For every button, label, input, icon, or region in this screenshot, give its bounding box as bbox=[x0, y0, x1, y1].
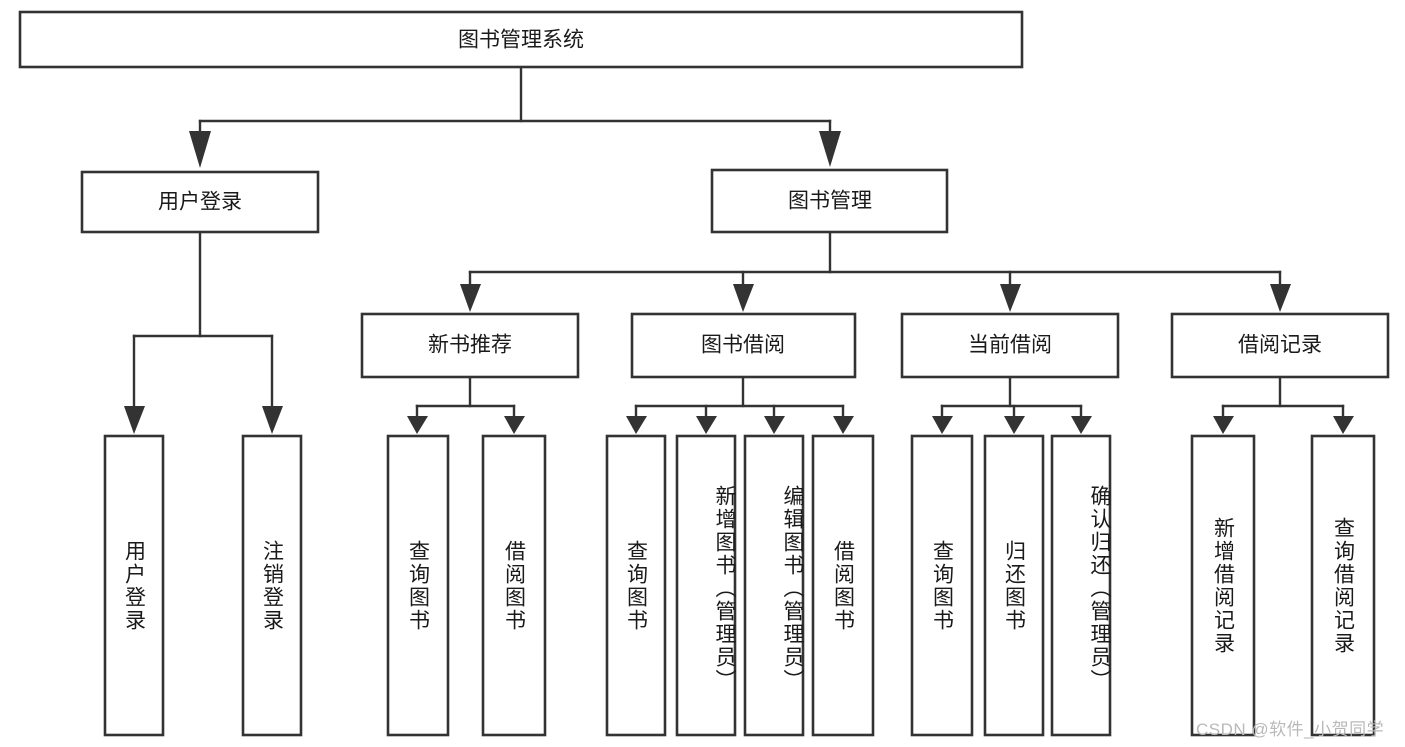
csdn-watermark: CSDN @软件_小贺同学 bbox=[1196, 720, 1385, 739]
node-label-root: 图书管理系统 bbox=[458, 29, 584, 52]
arrow-to-leaf-user-login bbox=[124, 406, 145, 434]
arrow-borrow-leaf-1 bbox=[626, 416, 647, 434]
node-box-leaf-return-book[interactable] bbox=[983, 434, 1045, 737]
arrow-to-leaf-logout bbox=[262, 406, 283, 434]
node-label-new-book-recommend: 新书推荐 bbox=[428, 334, 512, 357]
node-label-user-login: 用户登录 bbox=[158, 191, 242, 214]
node-box-leaf-user-login[interactable] bbox=[103, 434, 165, 737]
node-box-leaf-query-book-newrec[interactable] bbox=[386, 434, 450, 737]
arrow-borrow-leaf-3 bbox=[764, 416, 785, 434]
arrow-record-leaf-1 bbox=[1213, 416, 1234, 434]
arrow-borrow-leaf-4 bbox=[833, 416, 854, 434]
node-box-borrow-record[interactable] bbox=[1170, 312, 1390, 379]
node-box-new-book-recommend[interactable] bbox=[360, 312, 580, 379]
arrow-current-leaf-2 bbox=[1004, 416, 1025, 434]
node-box-book-management[interactable] bbox=[710, 168, 949, 234]
arrow-current-leaf-3 bbox=[1071, 416, 1092, 434]
node-box-leaf-confirm-return-admin[interactable] bbox=[1050, 434, 1112, 737]
arrow-to-book-borrow bbox=[733, 284, 754, 312]
node-box-leaf-query-book-current[interactable] bbox=[910, 434, 974, 737]
node-label-book-management: 图书管理 bbox=[788, 190, 872, 213]
node-box-leaf-query-book-borrow[interactable] bbox=[605, 434, 667, 737]
node-label-book-borrow: 图书借阅 bbox=[701, 334, 785, 357]
node-box-leaf-logout[interactable] bbox=[241, 434, 303, 737]
node-box-leaf-query-borrow-record[interactable] bbox=[1310, 434, 1376, 737]
arrowhead-layer bbox=[124, 131, 1354, 434]
arrow-newbook-leaf-1 bbox=[407, 416, 428, 434]
node-label-borrow-record: 借阅记录 bbox=[1238, 334, 1322, 357]
node-box-leaf-add-borrow-record[interactable] bbox=[1190, 434, 1256, 737]
node-box-root[interactable] bbox=[18, 10, 1024, 69]
arrow-to-borrow-record bbox=[1270, 284, 1291, 312]
node-layer: 图书管理系统 用户登录 图书管理 新书推荐 图书借阅 当前借阅 借阅记录 bbox=[18, 10, 1390, 737]
node-box-user-login[interactable] bbox=[80, 170, 320, 234]
node-box-leaf-borrow-book[interactable] bbox=[811, 434, 875, 737]
node-label-current-borrow: 当前借阅 bbox=[968, 334, 1052, 357]
arrow-to-user-login bbox=[189, 131, 211, 168]
arrow-record-leaf-2 bbox=[1333, 416, 1354, 434]
node-box-leaf-edit-book-admin[interactable] bbox=[743, 434, 805, 737]
arrow-to-current-borrow bbox=[1000, 284, 1021, 312]
arrow-borrow-leaf-2 bbox=[696, 416, 717, 434]
node-box-book-borrow[interactable] bbox=[630, 312, 857, 379]
node-box-leaf-add-book-admin[interactable] bbox=[675, 434, 737, 737]
arrow-newbook-leaf-2 bbox=[504, 416, 525, 434]
node-box-current-borrow[interactable] bbox=[900, 312, 1120, 379]
arrow-current-leaf-1 bbox=[932, 416, 953, 434]
arrow-to-new-book-rec bbox=[460, 284, 481, 312]
arrow-to-book-mgmt bbox=[819, 131, 841, 167]
node-box-leaf-borrow-book-newrec[interactable] bbox=[481, 434, 547, 737]
